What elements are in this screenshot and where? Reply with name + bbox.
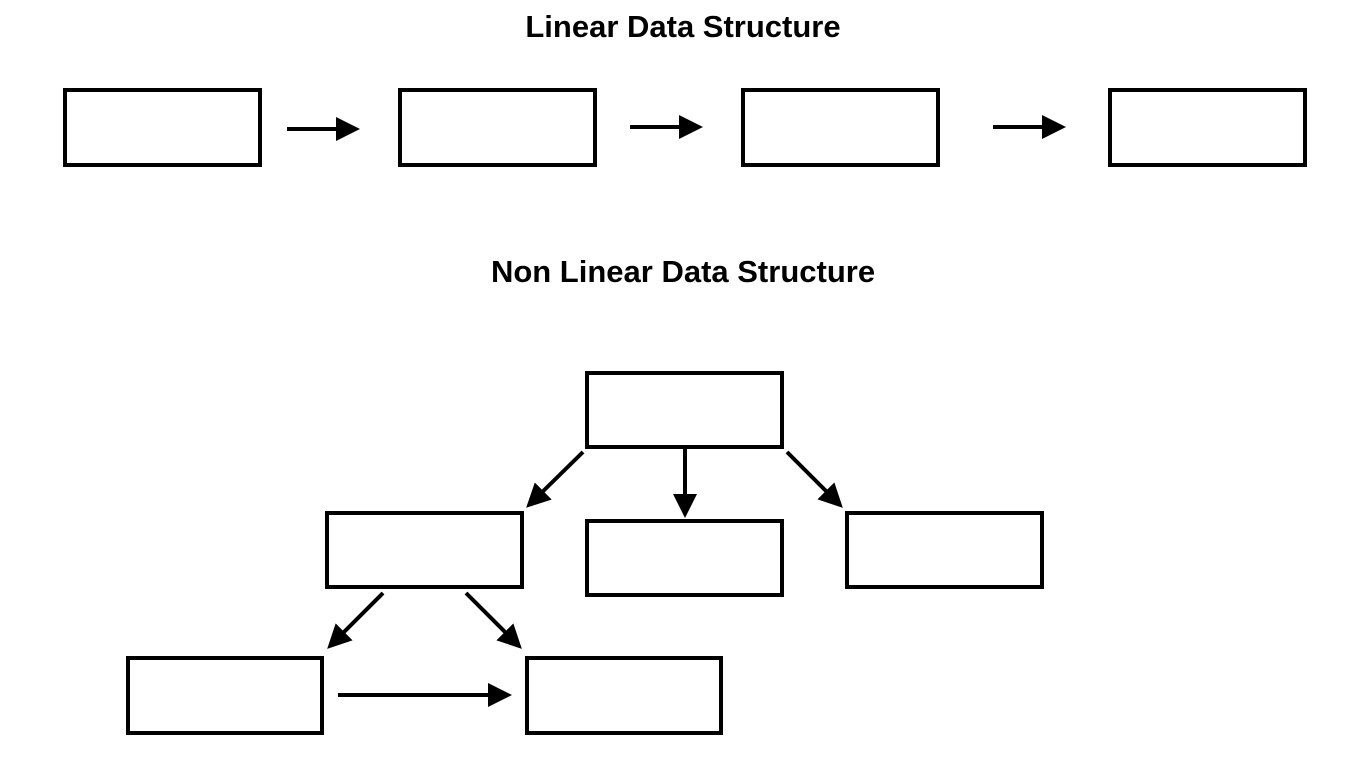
linear-node-4: [1108, 88, 1307, 167]
nonlinear-structure: [126, 371, 1044, 735]
linear-node-2: [398, 88, 597, 167]
tree-arrow-left-grandright: [464, 591, 522, 649]
tree-node-child-middle: [585, 519, 784, 597]
tree-node-grandchild-left: [126, 656, 324, 735]
nonlinear-title: Non Linear Data Structure: [490, 254, 876, 289]
linear-node-3: [741, 88, 940, 167]
linear-structure: [63, 88, 1307, 167]
tree-node-child-left: [325, 511, 524, 589]
tree-arrow-root-right: [785, 450, 843, 508]
linear-title: Linear Data Structure: [525, 9, 841, 44]
tree-node-child-right: [845, 511, 1044, 589]
linear-node-1: [63, 88, 262, 167]
tree-arrow-root-left: [526, 450, 585, 508]
tree-arrow-left-grandleft: [327, 591, 385, 649]
tree-node-grandchild-right: [525, 656, 723, 735]
tree-node-root: [585, 371, 784, 449]
